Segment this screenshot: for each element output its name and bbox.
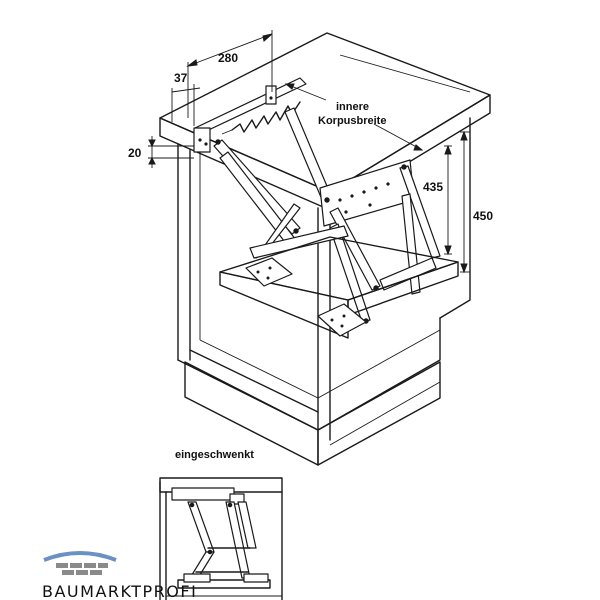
dimension-20: 20 (128, 146, 142, 160)
shelf (219, 236, 459, 339)
logo-roof-icon (43, 551, 117, 562)
dimension-280: 280 (218, 51, 238, 65)
dimension-lines (148, 30, 470, 274)
shelf-bracket-right (317, 303, 367, 337)
dimension-435: 435 (423, 180, 443, 194)
lift-mechanism (193, 77, 441, 324)
plinth-side (317, 361, 441, 466)
shelf-bracket-left (245, 257, 293, 287)
dimension-37: 37 (174, 71, 188, 85)
cabinet (159, 32, 491, 466)
logo-bricks-icon (56, 563, 108, 575)
spring (221, 101, 301, 135)
dimension-450: 450 (473, 209, 493, 223)
label-innere: innere (336, 101, 369, 113)
label-eingeschwenkt: eingeschwenkt (175, 449, 254, 461)
label-korpusbreite: Korpusbreite (318, 115, 386, 127)
logo: BAUMARKTPROFI (42, 551, 197, 600)
cabinet-edge-right (439, 117, 471, 319)
inset-view-swung-in (159, 477, 283, 600)
logo-text: BAUMARKTPROFI (42, 582, 197, 600)
countertop-top (159, 32, 491, 193)
